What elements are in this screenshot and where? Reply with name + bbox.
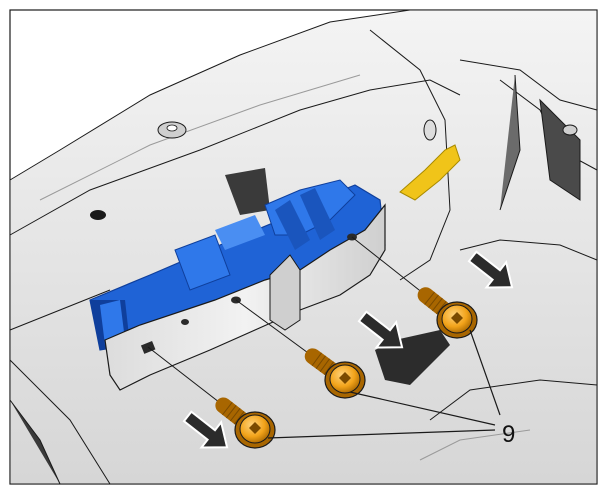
torx-drive-icon [249, 422, 261, 434]
screw-thread [222, 401, 233, 416]
torx-drive-icon [339, 372, 351, 384]
screw-thread [311, 352, 322, 367]
mounting-bracket [104, 203, 386, 391]
removal-arrow [182, 410, 229, 449]
screw-thread [315, 355, 326, 369]
removal-arrows [182, 250, 514, 449]
screw [235, 299, 366, 399]
screw-thread [229, 408, 241, 422]
yellow-cable [399, 144, 461, 201]
screw-thread [428, 294, 439, 308]
screw [351, 236, 478, 339]
arrow-right-icon [182, 410, 229, 449]
removal-arrow [357, 310, 404, 349]
screw-thread [323, 361, 335, 375]
arrow-right-icon [357, 310, 404, 349]
screw-thread [435, 301, 447, 315]
screw [147, 346, 276, 449]
screw-thread [319, 358, 330, 372]
arrow-right-icon [467, 250, 514, 289]
screw-thread [233, 411, 245, 425]
callout-label: 9 [502, 421, 515, 448]
torx-drive-icon [451, 312, 463, 324]
screw-thread [432, 297, 443, 312]
removal-arrow [467, 250, 514, 289]
callout-leader-lines [267, 329, 501, 439]
screws [147, 236, 478, 449]
screw-thread [424, 291, 435, 305]
screw-thread [225, 404, 237, 419]
